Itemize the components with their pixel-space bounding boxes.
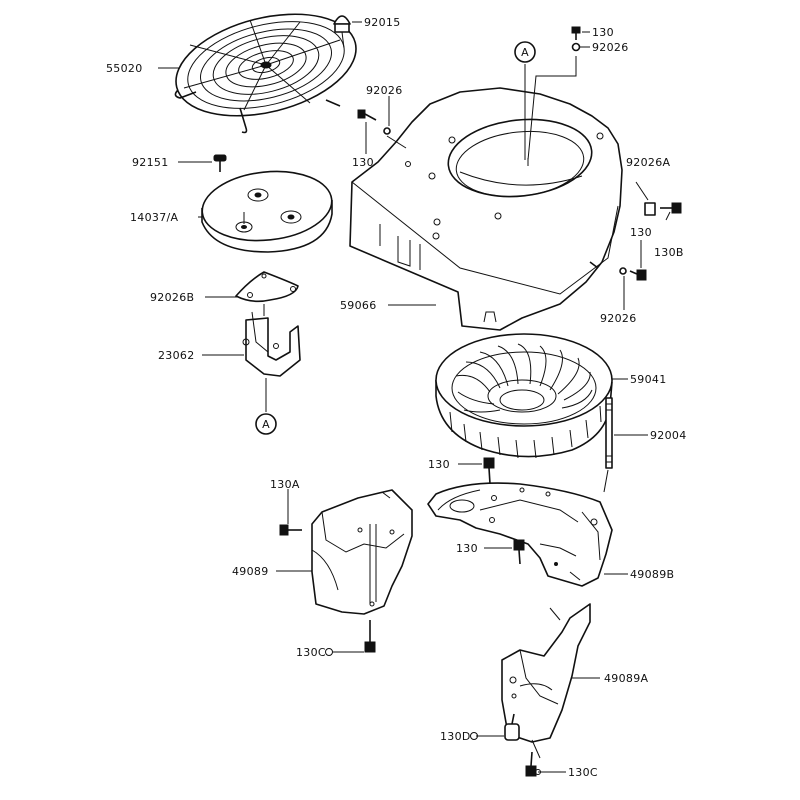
stud-92004	[603, 397, 613, 493]
label-130A: 130A	[270, 478, 300, 491]
label-59041: 59041	[630, 373, 667, 386]
label-92026-top: 92026	[592, 41, 629, 54]
label-92151: 92151	[132, 156, 169, 169]
label-92026B: 92026B	[150, 291, 194, 304]
bolt-130-mid	[357, 109, 377, 121]
bolt-130-center	[483, 457, 495, 485]
leader-lines	[158, 21, 671, 773]
reference-a-top-label: A	[521, 46, 529, 59]
reference-marker-a-top: A	[514, 41, 536, 63]
label-92015: 92015	[364, 16, 401, 29]
label-130D: 130D	[440, 730, 471, 743]
bracket-92026B	[235, 271, 299, 303]
baffle-49089B	[427, 482, 613, 587]
plate-14037A	[201, 170, 333, 253]
bolt-130-shroud	[513, 539, 525, 565]
washer-92026-low	[619, 267, 627, 275]
reference-a-bottom-label: A	[262, 418, 270, 431]
flywheel-fan-59041	[435, 333, 613, 459]
reference-marker-a-bottom: A	[255, 413, 277, 435]
part-labels: 92015 55020 130 92026 92026 130 92151 14…	[106, 16, 687, 779]
label-59066: 59066	[340, 299, 377, 312]
label-55020: 55020	[106, 62, 143, 75]
label-49089B: 49089B	[630, 568, 674, 581]
label-130-right: 130	[630, 226, 652, 239]
label-49089A: 49089A	[604, 672, 648, 685]
label-92026-mid: 92026	[366, 84, 403, 97]
bolt-130C-left	[364, 620, 376, 653]
washer-92026A	[644, 202, 656, 216]
bracket-23062	[242, 304, 301, 412]
label-49089: 49089	[232, 565, 269, 578]
fan-guard-55020	[174, 13, 357, 134]
bolt-130-top	[571, 26, 581, 40]
washer-92026-top	[571, 42, 581, 52]
label-92004: 92004	[650, 429, 687, 442]
air-shroud-59066	[349, 87, 623, 331]
label-130-mid: 130	[352, 156, 374, 169]
baffle-49089	[311, 489, 413, 615]
bolt-130A	[279, 524, 302, 536]
label-92026A: 92026A	[626, 156, 670, 169]
label-130-center: 130	[428, 458, 450, 471]
label-14037A: 14037/A	[130, 211, 178, 224]
label-23062: 23062	[158, 349, 195, 362]
bolt-130-right	[629, 269, 647, 281]
label-130C-left: 130C	[296, 646, 326, 659]
label-130B: 130B	[654, 246, 684, 259]
acorn-nut-92015	[333, 15, 351, 49]
washer-92026-mid	[383, 127, 391, 135]
bolt-130B	[660, 202, 682, 214]
bolt-130D	[504, 713, 520, 741]
label-92026-low: 92026	[600, 312, 637, 325]
bolt-130C-bottom	[525, 751, 537, 777]
label-130C-bottom: 130C	[568, 766, 598, 779]
label-130-top: 130	[592, 26, 614, 39]
screw-92151	[213, 154, 227, 172]
label-130-shroud: 130	[456, 542, 478, 555]
